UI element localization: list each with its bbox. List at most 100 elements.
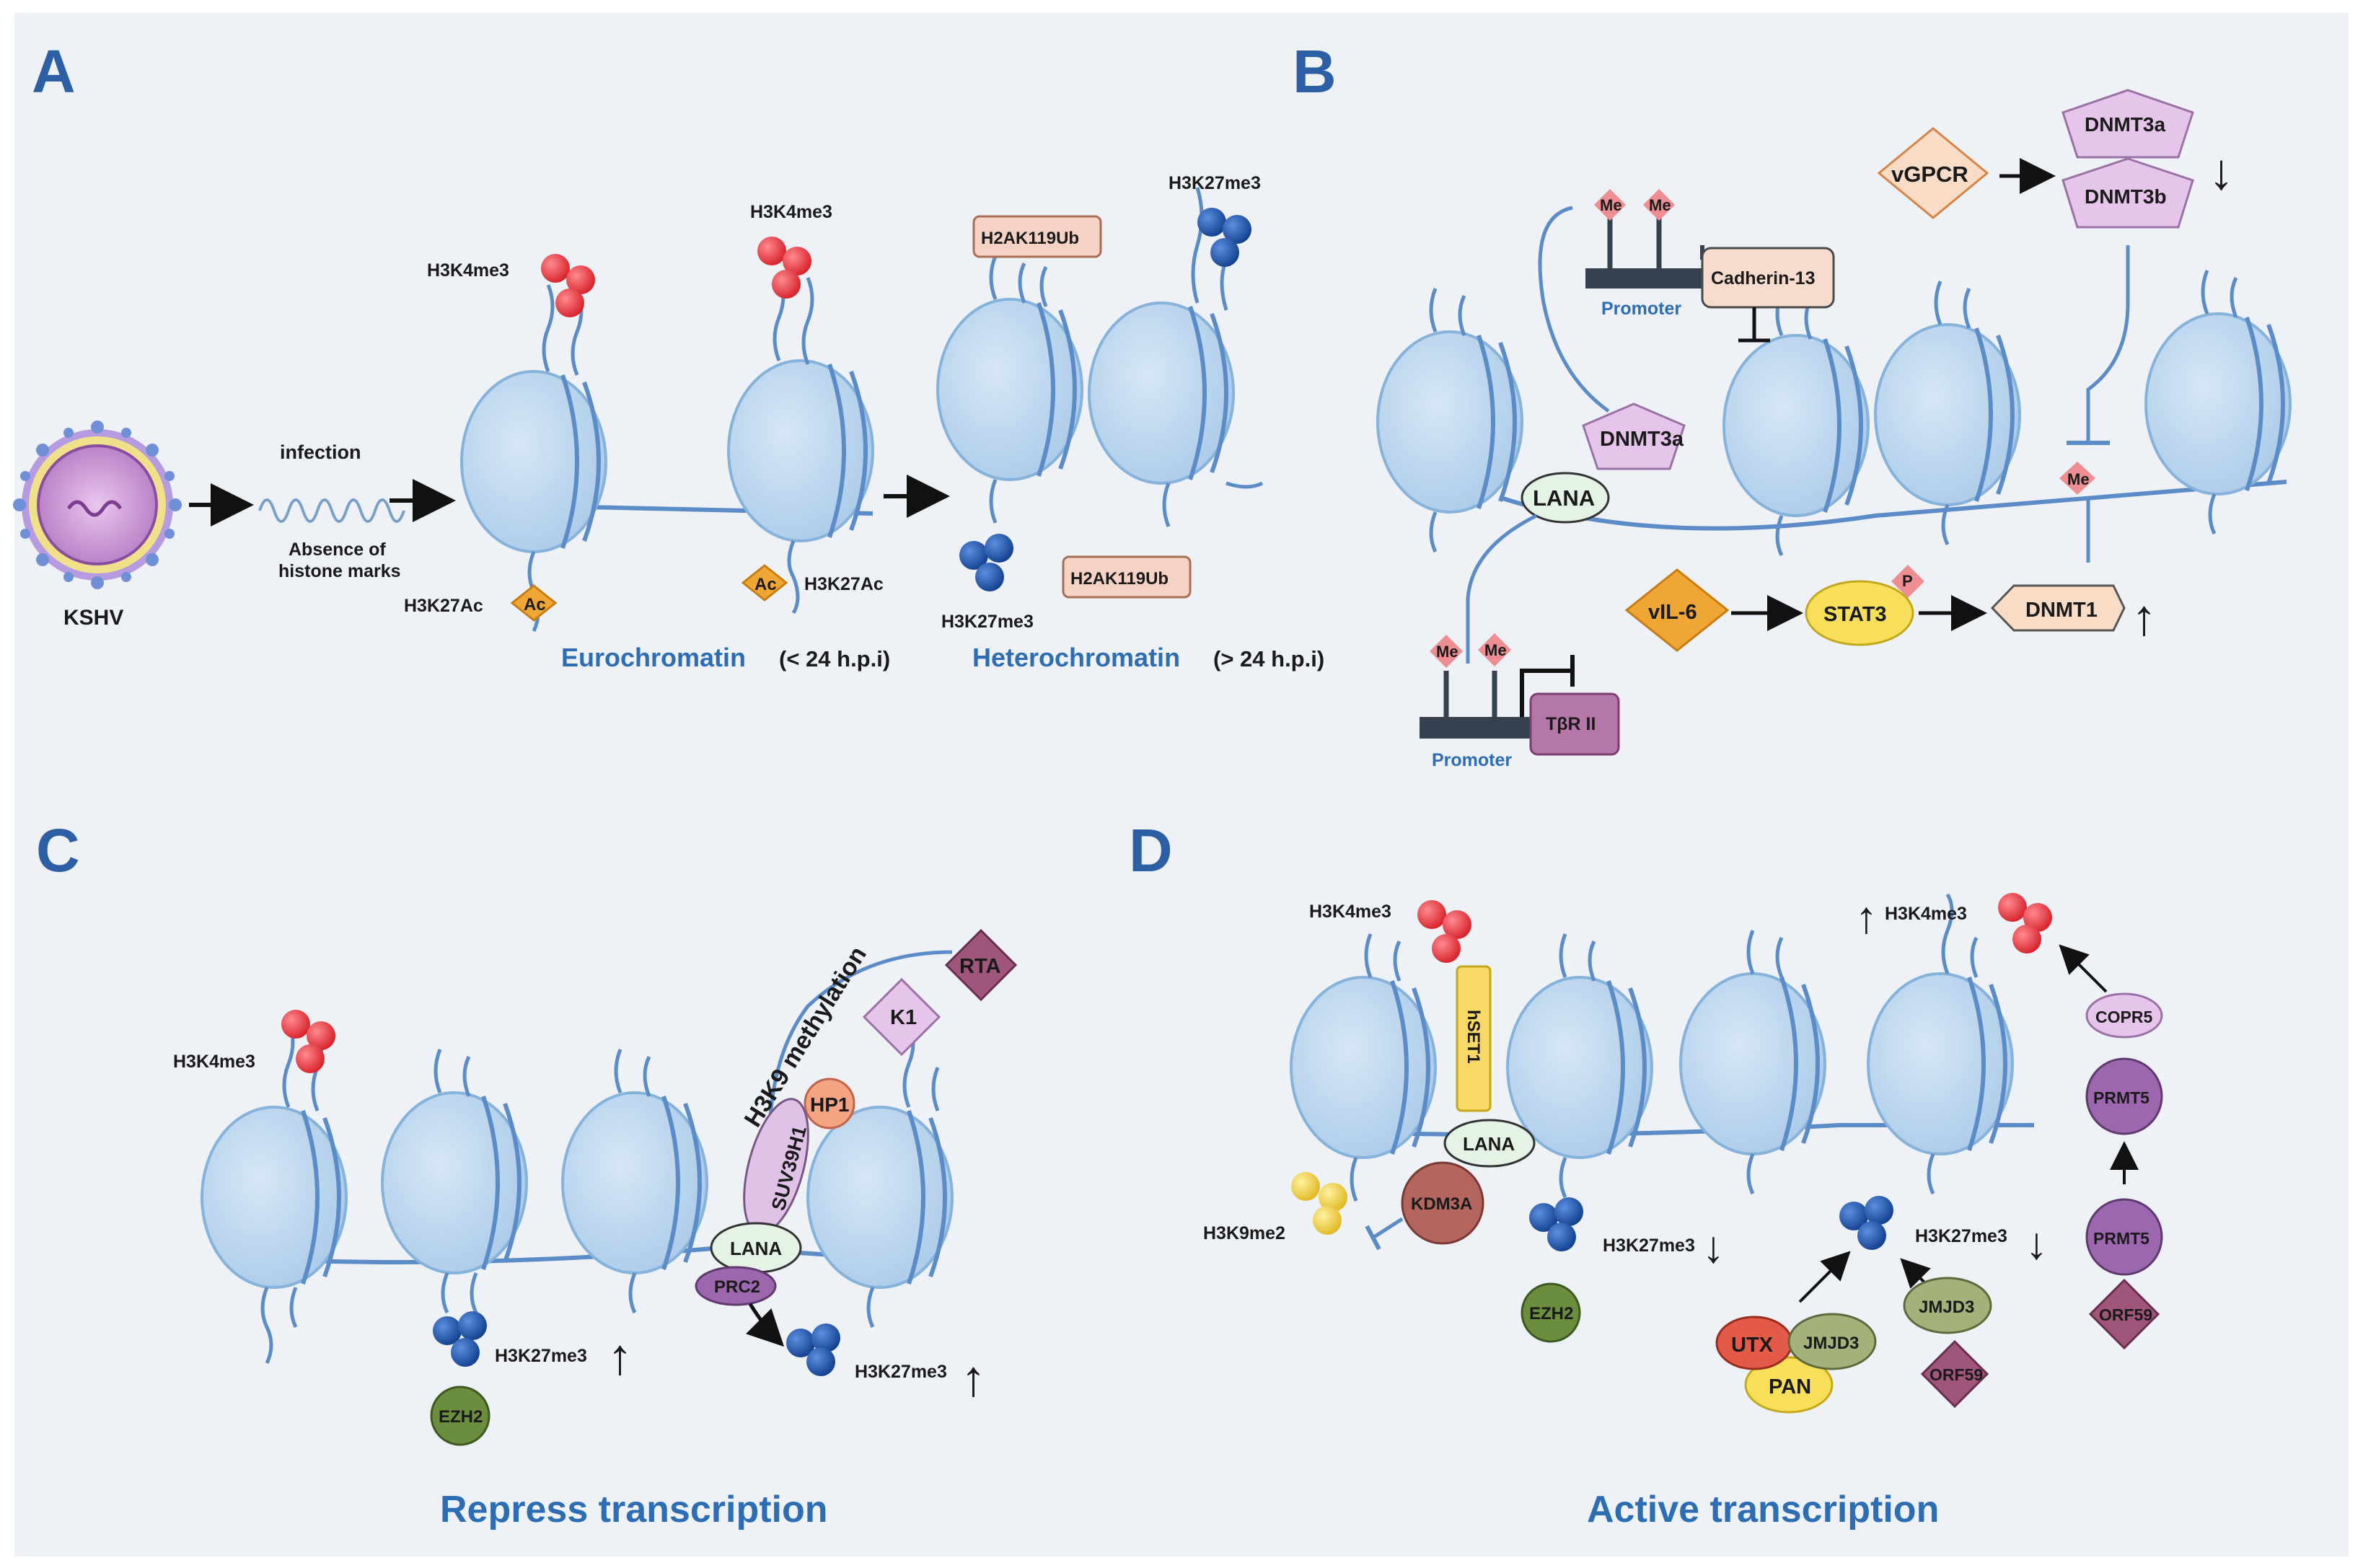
svg-text:Me: Me (1484, 641, 1507, 659)
kshv-label: KSHV (63, 606, 123, 630)
vil6-node: vIL-6 (1624, 568, 1730, 652)
svg-text:HP1: HP1 (810, 1093, 849, 1116)
svg-text:hSET1: hSET1 (1464, 1010, 1483, 1064)
arrow-utx-h3k27me3 (1798, 1251, 1851, 1303)
lana-to-promoter-line (1466, 514, 1538, 664)
h3k4me3-label-c: H3K4me3 (173, 1052, 255, 1072)
svg-text:Me: Me (1436, 643, 1458, 661)
heterochromatin-label: Heterochromatin (972, 643, 1180, 672)
me-mark-b-dna: Me (2059, 462, 2095, 495)
h3k27me3-mark-a-bottom (959, 534, 1013, 591)
svg-text:Ac: Ac (754, 575, 777, 594)
h3k4me3-mark-c (281, 1010, 335, 1073)
lana-node-c: LANA (710, 1222, 802, 1274)
dnmt3a-top-node: DNMT3a (2061, 89, 2194, 159)
kdm3a-inhibit-line (1373, 1217, 1404, 1239)
h3k27me3-mark-d-left (1529, 1197, 1583, 1251)
svg-text:Ac: Ac (524, 595, 546, 615)
svg-text:ORF59: ORF59 (1929, 1365, 1983, 1384)
svg-text:RTA: RTA (959, 955, 1001, 978)
euchromatin-time: (< 24 h.p.i) (779, 646, 890, 671)
panel-letter-d: D (1129, 816, 1173, 884)
h3k27me3-mark-d-right (1839, 1196, 1893, 1250)
svg-text:Me: Me (2067, 470, 2090, 488)
dnmt1-up-arrow: ↑ (2131, 589, 2157, 646)
dnmt3-inhibit-line (2086, 245, 2130, 441)
svg-text:DNMT3b: DNMT3b (2085, 185, 2167, 208)
heterochromatin-time: (> 24 h.p.i) (1213, 646, 1324, 671)
tbr-ii-gene: TβR II (1529, 692, 1620, 756)
h3k9me2-label: H3K9me2 (1203, 1223, 1285, 1243)
dnmt3a-to-promoter-line (1538, 206, 1610, 413)
dnmt1-node: DNMT1 (1990, 584, 2126, 632)
k1-node: K1 (862, 977, 941, 1057)
svg-text:DNMT3a: DNMT3a (1600, 428, 1684, 451)
svg-text:COPR5: COPR5 (2095, 1008, 2152, 1026)
svg-text:PRC2: PRC2 (714, 1277, 760, 1297)
svg-text:K1: K1 (890, 1006, 917, 1029)
copr5-node: COPR5 (2085, 992, 2163, 1039)
h3k27me3-label-c-right: H3K27me3 (855, 1362, 947, 1382)
svg-text:LANA: LANA (1463, 1133, 1515, 1155)
ac-mark-a1: Ac (510, 584, 558, 622)
promoter-bottom: Me Me Promoter (1420, 633, 1575, 770)
h3k4me3-mark-d-left (1417, 900, 1471, 963)
utx-pan-jmjd3-complex: PAN UTX JMJD3 (1715, 1313, 1877, 1414)
active-transcription-caption: Active transcription (1587, 1489, 1939, 1530)
svg-text:vIL-6: vIL-6 (1648, 601, 1697, 624)
dnmt3b-node: DNMT3b (2061, 157, 2194, 229)
h3k4me3-mark-a1 (541, 254, 595, 317)
hset1-node: hSET1 (1456, 965, 1492, 1112)
absence-label-2: histone marks (278, 561, 401, 581)
h3k27me3-d-right-down-arrow: ↓ (2025, 1219, 2048, 1269)
h3k9me2-mark (1291, 1172, 1347, 1235)
svg-text:P: P (1902, 572, 1913, 590)
svg-text:Me: Me (1649, 196, 1671, 214)
infection-label: infection (280, 441, 361, 463)
panel-a: KSHV infection Absence of histone marks … (13, 173, 1324, 672)
svg-text:Promoter: Promoter (1601, 299, 1681, 319)
svg-text:PRMT5: PRMT5 (2093, 1088, 2149, 1107)
svg-text:LANA: LANA (1533, 485, 1595, 511)
h2ak119ub-box-bottom: H2AK119Ub (1062, 555, 1192, 599)
panel-letter-b: B (1293, 38, 1337, 105)
svg-text:JMJD3: JMJD3 (1919, 1298, 1974, 1317)
stat3-node: STAT3 P (1805, 565, 1924, 646)
kdm3a-node: KDM3A (1401, 1161, 1484, 1245)
h3k27me3-mark-c-right (786, 1323, 840, 1376)
panel-b: Me Me Promoter Cadherin-13 DNMT3a LANA v… (1376, 89, 2292, 770)
figure-background (14, 13, 2349, 1556)
svg-text:KDM3A: KDM3A (1411, 1194, 1472, 1214)
dnmt3-down-arrow: ↓ (2209, 144, 2234, 200)
h3k27me3-mark-c-left (433, 1311, 487, 1367)
absence-label-1: Absence of (289, 539, 386, 560)
h3k4me3-label-a1: H3K4me3 (427, 260, 509, 281)
h3k27me3-label-c-left: H3K27me3 (495, 1346, 587, 1366)
h3k27me3-mark-a-top (1197, 208, 1251, 267)
panel-d-nucleosomes (1290, 893, 2014, 1202)
svg-text:PAN: PAN (1769, 1375, 1811, 1399)
lana-node-d: LANA (1443, 1119, 1536, 1168)
svg-text:EZH2: EZH2 (439, 1407, 483, 1427)
h3k4me3-d-right-up-arrow: ↑ (1855, 893, 1878, 943)
svg-text:vGPCR: vGPCR (1891, 162, 1968, 187)
prmt5-node-bottom: PRMT5 (2085, 1198, 2163, 1276)
rta-node: RTA (944, 928, 1018, 1002)
panel-c-nucleosomes (201, 1020, 954, 1365)
svg-text:DNMT1: DNMT1 (2025, 599, 2098, 622)
panel-d: H3K4me3 hSET1 LANA KDM3A H3K9me2 H3K27me… (1203, 893, 2163, 1530)
cadherin-13-gene: Cadherin-13 (1700, 245, 1835, 343)
panel-c: H3K4me3 H3K9 methylation RTA K1 HP1 SUV3… (173, 928, 1018, 1530)
h3k27me3-label-d-right: H3K27me3 (1915, 1226, 2007, 1246)
h3k27me3-c-left-up-arrow: ↑ (607, 1329, 633, 1385)
naked-dna-icon (258, 498, 405, 523)
prmt5-node-top: PRMT5 (2085, 1057, 2163, 1135)
orf59-node-right: ORF59 (2088, 1278, 2160, 1350)
h3k27ac-label-a2: H3K27Ac (804, 574, 884, 594)
panel-letter-a: A (32, 38, 76, 105)
h3k4me3-label-a2: H3K4me3 (750, 202, 832, 222)
h3k27me3-label-a-top: H3K27me3 (1169, 173, 1261, 193)
svg-text:PRMT5: PRMT5 (2093, 1229, 2149, 1248)
arrow-copr5-h3k4me3 (2059, 944, 2108, 993)
